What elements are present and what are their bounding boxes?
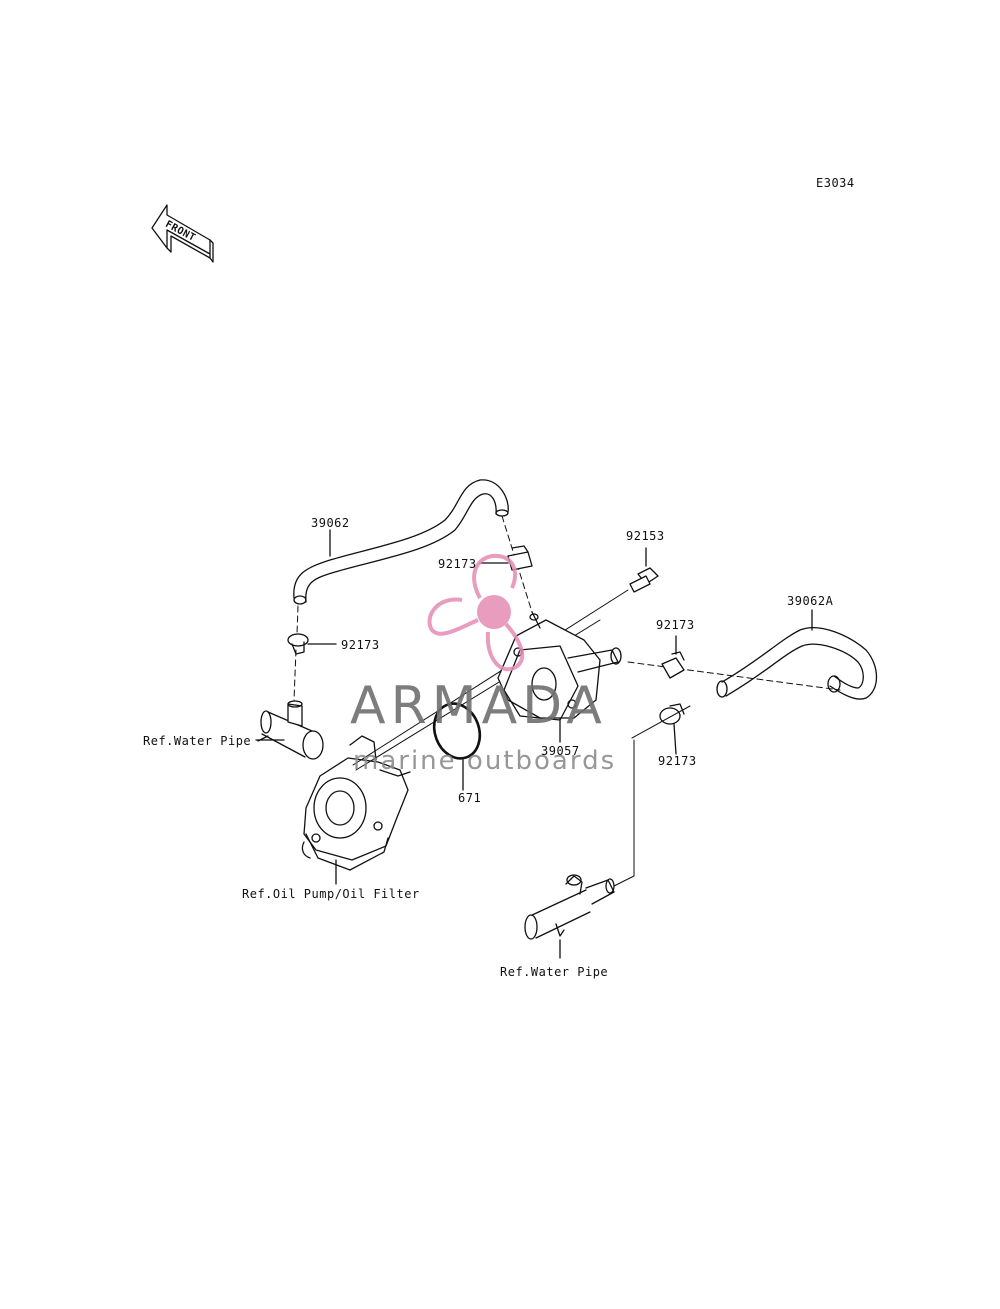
- bolt-92153: [629, 547, 659, 593]
- callout-92173-right-lower[interactable]: 92173: [658, 754, 697, 768]
- watermark-brand: ARMADA: [350, 676, 607, 736]
- callout-ref-water-pipe-left[interactable]: Ref.Water Pipe: [143, 734, 252, 748]
- clamp-92173-right-upper: [661, 635, 685, 679]
- callout-39062a[interactable]: 39062A: [787, 594, 834, 608]
- callout-ref-water-pipe-bottom[interactable]: Ref.Water Pipe: [500, 965, 609, 979]
- callout-ref-oil-pump[interactable]: Ref.Oil Pump/Oil Filter: [242, 887, 420, 901]
- oil-cooler-39057: [497, 611, 622, 743]
- hose-39062a: [716, 609, 878, 700]
- oil-pump-housing: [301, 735, 411, 885]
- callout-92173-right-upper[interactable]: 92173: [656, 618, 695, 632]
- callout-39062[interactable]: 39062: [311, 516, 350, 530]
- callout-39057[interactable]: 39057: [541, 744, 580, 758]
- water-pipe-left: [257, 700, 324, 760]
- diagram-code: E3034: [816, 176, 855, 190]
- callout-92173-left[interactable]: 92173: [341, 638, 380, 652]
- front-arrow-icon: [151, 204, 214, 263]
- callout-92173-top[interactable]: 92173: [438, 557, 477, 571]
- callout-671[interactable]: 671: [458, 791, 482, 805]
- armada-logo-icon: [427, 553, 525, 672]
- water-pipe-bottom: [524, 705, 691, 959]
- clamp-92173-left: [287, 633, 337, 655]
- callout-92153[interactable]: 92153: [626, 529, 665, 543]
- watermark-tagline: marine outboards: [353, 746, 617, 776]
